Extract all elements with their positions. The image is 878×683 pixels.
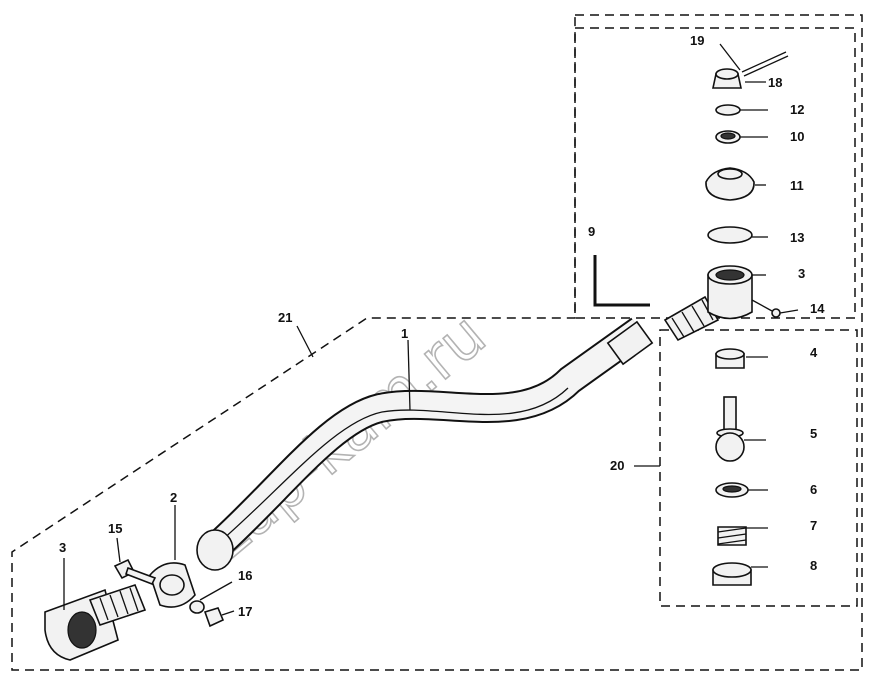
hex-key-9	[593, 255, 650, 307]
callout-10: 10	[790, 129, 804, 144]
ball-pin-5-ball	[715, 432, 745, 462]
right-rod-end-bore	[715, 269, 745, 281]
left-rod-end-thread	[88, 584, 147, 626]
tube-end-sleeve	[606, 320, 654, 366]
leader-lines	[63, 43, 799, 616]
nut-17	[203, 607, 225, 628]
callout-17: 17	[238, 604, 252, 619]
dust-boot-11-top	[717, 168, 743, 180]
callout-6: 6	[810, 482, 817, 497]
assembly-21-boundary	[11, 14, 863, 671]
left-rod-end-thread-lines	[99, 587, 139, 621]
right-rod-end-thread-lines	[671, 299, 714, 338]
seal-ring-13	[707, 226, 753, 244]
insert-6-hole	[722, 485, 742, 493]
cotter-pin-19-b	[743, 55, 789, 77]
callout-5: 5	[810, 426, 817, 441]
washer-16	[189, 600, 205, 614]
callout-4: 4	[810, 345, 818, 360]
grease-nipple-14	[771, 308, 781, 318]
cotter-pin-19	[741, 51, 787, 73]
callout-19: 19	[690, 33, 704, 48]
clamp-bore	[159, 574, 185, 596]
callout-8: 8	[810, 558, 817, 573]
right-rod-end-thread	[663, 295, 720, 342]
assembly-upper-boundary	[574, 27, 856, 319]
callout-20: 20	[610, 458, 624, 473]
callout-13: 13	[790, 230, 804, 245]
tube-rod-body	[206, 319, 648, 558]
callout-12: 12	[790, 102, 804, 117]
callout-21: 21	[278, 310, 292, 325]
plug-8-top	[712, 562, 752, 578]
right-rod-end-housing	[707, 274, 753, 320]
grease-nipple-stem	[751, 299, 773, 312]
castle-nut-18-top	[715, 68, 739, 80]
callout-3-right: 3	[798, 266, 805, 281]
left-rod-end-eye-hole	[67, 611, 97, 649]
bolt-15-shank	[124, 566, 157, 586]
ring-10-hole	[720, 132, 736, 140]
callout-15: 15	[108, 521, 122, 536]
callout-2: 2	[170, 490, 177, 505]
tube-rod-shade	[221, 387, 569, 541]
bushing-4-top	[715, 348, 745, 360]
assembly-20-boundary	[659, 329, 858, 607]
callout-7: 7	[810, 518, 817, 533]
washer-12	[715, 104, 741, 116]
callout-9: 9	[588, 224, 595, 239]
callout-14: 14	[810, 301, 825, 316]
callout-16: 16	[238, 568, 252, 583]
callout-1: 1	[401, 326, 408, 341]
callout-11: 11	[790, 178, 804, 193]
callout-18: 18	[768, 75, 782, 90]
ball-pin-5-shank	[723, 396, 737, 432]
spring-7-coils	[717, 527, 747, 545]
tube-left-end	[196, 529, 234, 571]
callout-3-left: 3	[59, 540, 66, 555]
